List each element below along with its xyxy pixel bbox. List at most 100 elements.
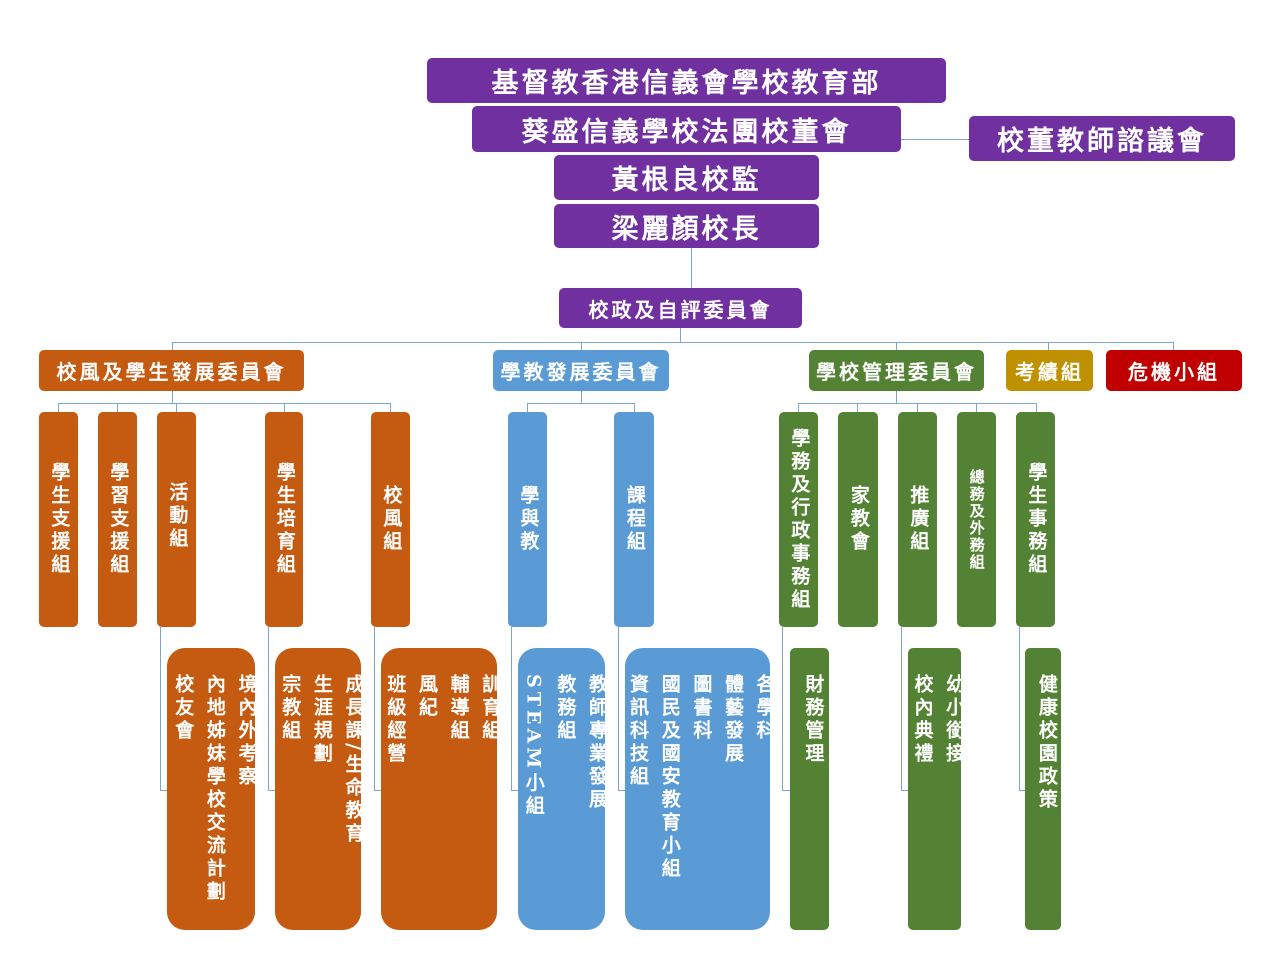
connector-line (782, 627, 783, 790)
connector-line (160, 627, 161, 790)
group-label: 學與教 (517, 485, 540, 554)
subgroup-label: 體藝發展 (721, 674, 744, 766)
imc-label: 葵盛信義學校法團校董會 (521, 116, 852, 148)
group-label: 校風組 (380, 485, 403, 554)
group-label: 學生培育組 (273, 462, 296, 577)
connector-line (268, 627, 269, 790)
connector-line (172, 342, 1174, 343)
connector-line (374, 790, 381, 791)
subgroup-label: 財務管理 (802, 674, 825, 766)
connector-line (1019, 790, 1025, 791)
group-activity: 活動組 (157, 412, 196, 627)
sponsor-label: 基督教香港信義會學校教育部 (491, 68, 882, 99)
subgroup-label: 幼小銜接 (943, 674, 966, 766)
connector-line (680, 328, 681, 342)
connector-line (172, 391, 173, 403)
connector-line (58, 403, 59, 412)
group-learning-teaching: 學與教 (508, 412, 547, 627)
principal-label: 梁麗顏校長 (611, 213, 762, 245)
subgroup-label: 宗教組 (279, 674, 302, 743)
connector-line (691, 248, 692, 288)
teacher-council-label: 校董教師諮議會 (997, 126, 1207, 157)
connector-line (896, 342, 897, 350)
subgroup-label: 成長課/生命教育 (342, 674, 365, 846)
connector-line (527, 403, 528, 412)
supervisor-box: 黃根良校監 (554, 155, 819, 200)
connector-line (634, 403, 635, 412)
group-student-nurture: 學生培育組 (265, 412, 303, 627)
connector-line (284, 403, 285, 412)
connector-line (618, 790, 625, 791)
subgroup-label: 輔導組 (447, 674, 470, 743)
subgroup-label: 國民及國安教育小組 (658, 674, 681, 881)
connector-line (917, 403, 918, 412)
connector-line (976, 403, 977, 412)
admin-committee-box: 校政及自評委員會 (559, 288, 802, 328)
group-general-affairs: 總務及外務組 (957, 412, 996, 627)
crisis-box: 危機小組 (1106, 350, 1242, 391)
group-label: 總務及外務組 (967, 468, 986, 571)
connector-line (1173, 342, 1174, 350)
connector-line (798, 403, 799, 412)
group-academic-admin: 學務及行政事務組 (779, 412, 818, 627)
connector-line (782, 790, 790, 791)
connector-line (581, 342, 582, 350)
subgroup-label: 校友會 (172, 674, 195, 743)
group-student-support: 學生支援組 (39, 412, 78, 627)
subgroup-label: 資訊科技組 (627, 674, 650, 789)
group-label: 學生事務組 (1025, 462, 1048, 577)
connector-line (1048, 342, 1049, 350)
affairs-subgroups: 健康校園政策 (1025, 648, 1061, 930)
subgroup-label: 各學科 (753, 674, 776, 743)
imc-box: 葵盛信義學校法團校董會 (472, 106, 901, 152)
subgroup-label: 境內外考察 (235, 674, 258, 789)
academic-subgroups: 財務管理 (790, 648, 829, 930)
connector-line (58, 403, 391, 404)
promotion-subgroups: 幼小銜接 校內典禮 (908, 648, 965, 930)
group-student-affairs: 學生事務組 (1016, 412, 1055, 627)
admin-committee-label: 校政及自評委員會 (588, 297, 773, 322)
group-label: 活動組 (166, 482, 189, 551)
connector-line (374, 627, 375, 790)
group-curriculum: 課程組 (614, 412, 654, 627)
management-committee-box: 學校管理委員會 (809, 350, 984, 391)
connector-line (511, 627, 512, 790)
group-pta: 家教會 (838, 412, 878, 627)
connector-line (527, 403, 635, 404)
subgroup-label: 教務組 (554, 674, 577, 743)
supervisor-label: 黃根良校監 (611, 165, 762, 196)
connector-line (117, 403, 118, 412)
group-label: 家教會 (847, 485, 870, 554)
management-committee-label: 學校管理委員會 (816, 360, 977, 384)
student-committee-label: 校風及學生發展委員會 (56, 360, 287, 384)
subgroup-label: 校內典禮 (911, 674, 934, 766)
group-label: 課程組 (623, 485, 646, 554)
subgroup-label: 內地姊妹學校交流計劃 (203, 674, 226, 904)
appraisal-box: 考績組 (1006, 350, 1093, 391)
connector-line (511, 790, 518, 791)
student-committee-box: 校風及學生發展委員會 (39, 350, 304, 391)
connector-line (618, 627, 619, 790)
nurture-subgroups: 成長課/生命教育 生涯規劃 宗教組 (275, 648, 364, 930)
subgroup-label: STEAM小組 (522, 674, 545, 819)
connector-line (1019, 627, 1020, 790)
subgroup-label: 風紀 (416, 674, 438, 720)
connector-line (901, 139, 969, 140)
subgroup-label: 班級經營 (384, 674, 407, 766)
learning-subgroups: 教師專業發展 教務組 STEAM小組 (518, 648, 608, 930)
connector-line (581, 391, 582, 403)
principal-box: 梁麗顏校長 (554, 204, 819, 248)
connector-line (390, 403, 391, 412)
teaching-committee-box: 學教發展委員會 (493, 350, 669, 391)
connector-line (901, 790, 908, 791)
appraisal-label: 考績組 (1015, 360, 1084, 384)
sponsor-box: 基督教香港信義會學校教育部 (427, 58, 946, 103)
connector-line (268, 790, 275, 791)
group-label: 推廣組 (907, 485, 930, 554)
group-learning-support: 學習支援組 (98, 412, 137, 627)
subgroup-label: 健康校園政策 (1035, 674, 1058, 812)
group-label: 學生支援組 (48, 462, 71, 577)
connector-line (176, 403, 177, 412)
connector-line (896, 391, 897, 403)
subgroup-label: 生涯規劃 (310, 674, 333, 766)
